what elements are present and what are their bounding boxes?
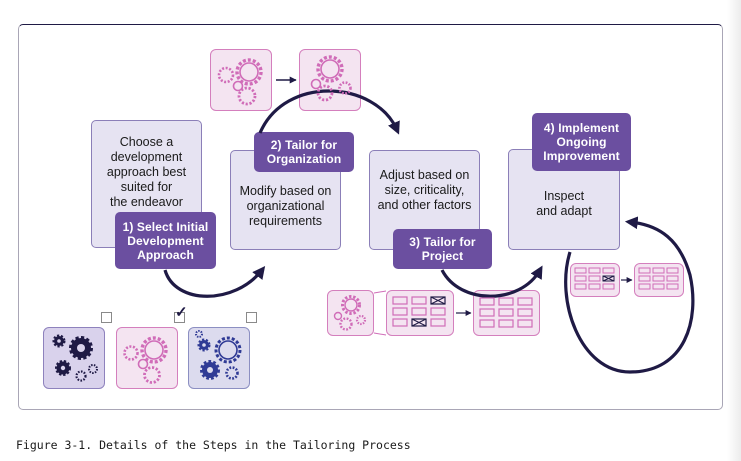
backlog-item — [638, 283, 651, 290]
backlog-item — [666, 267, 679, 274]
backlog-item — [392, 296, 408, 305]
step-1-desc-line: development — [110, 150, 183, 164]
page-edge-shade — [727, 0, 741, 461]
arrow-step2-to-step3 — [258, 89, 400, 135]
backlog-item — [498, 319, 514, 328]
backlog-grid-icon — [392, 296, 446, 327]
step-4-desc-line: Inspect — [543, 189, 585, 203]
backlog-item — [638, 267, 651, 274]
backlog-item — [652, 267, 665, 274]
approach-checkbox-adaptive[interactable] — [246, 312, 257, 323]
step-4-label: 4) Implement Ongoing Improvement — [532, 113, 631, 171]
step-3-label-line: Project — [421, 249, 464, 263]
step-2-label: 2) Tailor for Organization — [254, 132, 354, 172]
backlog-item — [479, 319, 495, 328]
step-4-label-line: 4) Implement — [543, 121, 620, 135]
approach-checkbox-hybrid[interactable] — [174, 312, 185, 323]
approach-checkbox-predictive[interactable] — [101, 312, 112, 323]
backlog-item — [498, 308, 514, 317]
backlog-grid-icon — [638, 267, 679, 290]
step-4-label-line: Improvement — [543, 149, 620, 163]
gears-pink-icon — [217, 58, 263, 106]
figure-caption: Figure 3-1. Details of the Steps in the … — [16, 438, 411, 452]
arrow-step3-to-step4 — [440, 265, 543, 298]
backlog-item — [588, 283, 601, 290]
figure-frame — [18, 24, 723, 410]
step-1-desc-line: Choose a — [119, 135, 174, 149]
removed-item-icon — [430, 296, 446, 305]
backlog-item — [602, 283, 615, 290]
gears-dark-icon — [52, 334, 98, 382]
backlog-item — [638, 275, 651, 282]
backlog-item — [479, 308, 495, 317]
step-3-desc-line: and other factors — [377, 198, 472, 212]
step-3-desc-line: Adjust based on — [379, 168, 470, 182]
backlog-item — [411, 307, 427, 316]
step-3-label-line: 3) Tailor for — [409, 235, 476, 249]
backlog-item — [430, 296, 446, 305]
backlog-item — [666, 283, 679, 290]
project-tile-connector — [373, 290, 387, 336]
step-4-desc-line: and adapt — [536, 204, 592, 218]
backlog-item — [517, 319, 533, 328]
step-1-label-line: Development — [127, 233, 204, 248]
step-1-label: 1) Select Initial Development Approach — [115, 212, 216, 269]
backlog-item — [430, 307, 446, 316]
gears-pink-icon — [333, 295, 367, 331]
step-2-desc-line: requirements — [249, 214, 322, 228]
improvement-cycle-arrow — [564, 216, 695, 374]
backlog-item — [588, 275, 601, 282]
backlog-item — [392, 307, 408, 316]
step-1-desc-line: approach best — [106, 165, 187, 179]
project-backlog-before-tile — [386, 290, 454, 336]
backlog-item — [574, 283, 587, 290]
backlog-item — [517, 308, 533, 317]
gears-pink-icon — [123, 336, 168, 384]
backlog-item — [574, 275, 587, 282]
backlog-item — [411, 296, 427, 305]
backlog-item — [666, 275, 679, 282]
step-1-desc-line: the endeavor — [110, 195, 183, 209]
backlog-item — [411, 318, 427, 327]
step-2-label-line: Organization — [266, 152, 342, 166]
backlog-item — [392, 318, 408, 327]
gears-blue-icon — [195, 330, 242, 380]
backlog-item — [498, 297, 514, 306]
check-mark-icon: ✓ — [175, 304, 188, 321]
removed-item-icon — [411, 318, 427, 327]
backlog-item — [602, 267, 615, 274]
backlog-item — [517, 297, 533, 306]
backlog-item — [574, 267, 587, 274]
approach-option-predictive[interactable] — [43, 327, 105, 389]
arrow-step1-to-step2 — [163, 265, 266, 298]
step-1-label-line: 1) Select Initial — [122, 219, 209, 234]
gears-pink-icon — [310, 55, 352, 102]
step-1-desc-line: suited for — [120, 180, 173, 194]
improvement-backlog-after-tile — [634, 263, 684, 297]
step-3-label: 3) Tailor for Project — [393, 229, 492, 269]
backlog-item — [652, 275, 665, 282]
backlog-item — [588, 267, 601, 274]
backlog-grid-icon — [479, 297, 533, 328]
step-2-label-line: 2) Tailor for — [270, 138, 338, 152]
step-2-desc-line: Modify based on — [239, 184, 332, 198]
backlog-item — [602, 275, 615, 282]
backlog-item — [652, 283, 665, 290]
step-1-label-line: Approach — [137, 247, 194, 262]
step-1-card: Choose a development approach best suite… — [91, 120, 202, 248]
step-4-label-line: Ongoing — [556, 135, 607, 149]
backlog-grid-icon — [574, 267, 615, 290]
removed-item-icon — [602, 275, 615, 282]
backlog-item — [479, 297, 495, 306]
step-3-desc-line: size, criticality, — [384, 183, 465, 197]
backlog-item — [430, 318, 446, 327]
step-2-desc-line: organizational — [246, 199, 325, 213]
